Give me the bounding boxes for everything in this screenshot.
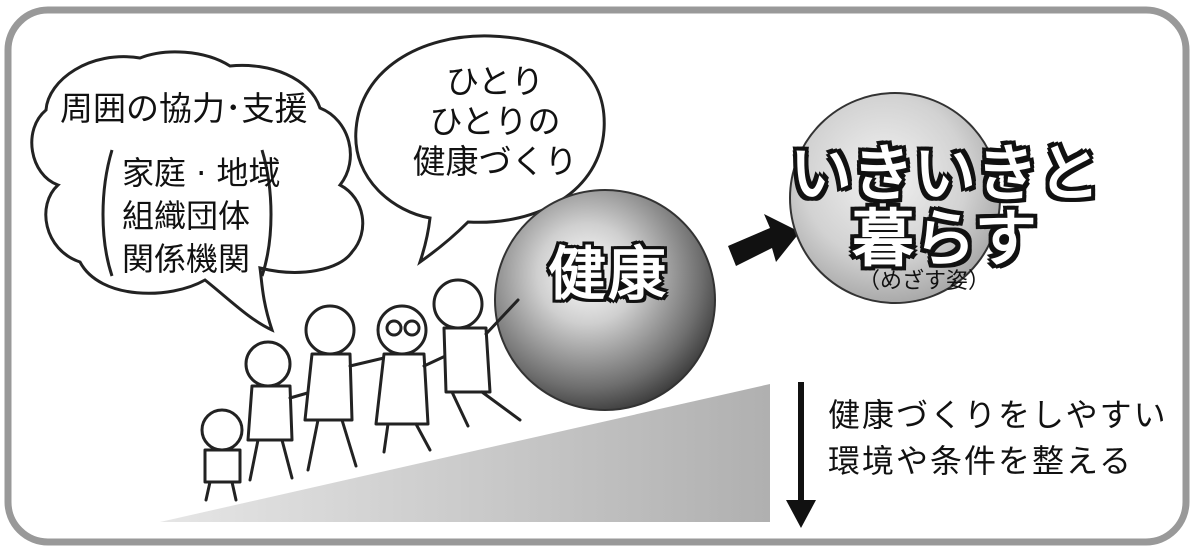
support-item: 組織団体: [122, 197, 251, 235]
paren-left: [101, 149, 114, 277]
support-item: 家庭 · 地域: [122, 154, 281, 192]
slope: [160, 384, 770, 522]
goal-ball: [789, 92, 1001, 304]
right-arrow: [728, 214, 800, 266]
individual-line: 健康づくり: [412, 142, 578, 181]
individual-bubble: [354, 34, 606, 266]
individual-line: ひとり: [445, 62, 544, 101]
support-bubble: [30, 50, 365, 333]
people-group: [200, 278, 522, 502]
goal-label-line1: いきいきと: [790, 137, 1101, 210]
goal-subtitle: （めざす姿）: [858, 269, 991, 294]
individual-line: ひとりの: [429, 102, 561, 141]
environment-line: 環境や条件を整える: [828, 442, 1134, 480]
paren-right: [260, 149, 273, 277]
health-ball: [494, 189, 716, 411]
goal-label-line2: 暮らす: [852, 202, 1037, 275]
health-label: 健康: [548, 240, 669, 308]
individual-bubble-text: ひとり ひとりの 健康づくり: [395, 62, 595, 182]
environment-line: 健康づくりをしやすい: [828, 396, 1168, 434]
support-bubble-list: 家庭 · 地域 組織団体 関係機関: [122, 152, 281, 281]
environment-text: 健康づくりをしやすい 環境や条件を整える: [828, 392, 1168, 484]
down-arrow-head: [786, 500, 816, 528]
support-item: 関係機関: [122, 240, 251, 278]
support-bubble-title: 周囲の協力･支援: [60, 89, 308, 128]
